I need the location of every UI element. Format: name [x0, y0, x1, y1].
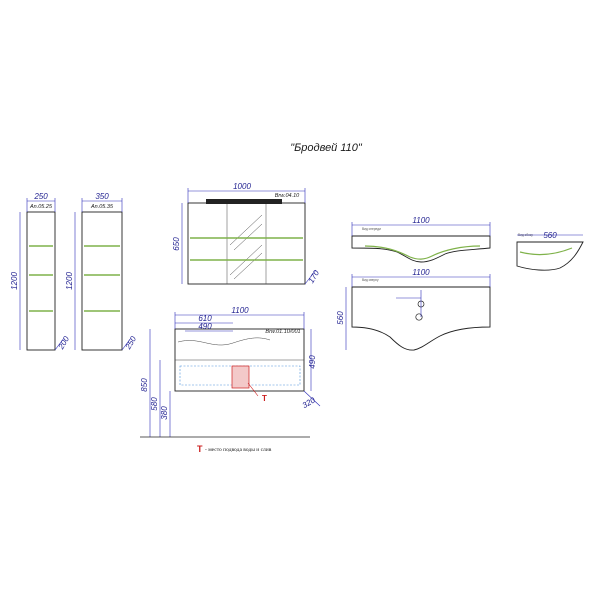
basin-side-section: Вид сбоку 560	[516, 231, 584, 271]
vanity-width: 1100	[231, 306, 249, 315]
vanity-marker: T	[262, 394, 267, 403]
vanity-height-850: 850	[140, 378, 149, 392]
pencil-wide-depth: 250	[123, 334, 138, 351]
vanity-depth: 320	[301, 395, 318, 410]
basin-top-depth: 560	[336, 311, 345, 325]
note-marker: T	[197, 444, 203, 454]
vanity-height-580: 580	[150, 397, 159, 411]
pencil-wide-height: 1200	[65, 272, 74, 290]
svg-text:Вид сверху: Вид сверху	[362, 278, 379, 282]
mirror-code: Brw.04.10	[275, 193, 300, 199]
vanity-code: Brw.01.10/001	[265, 329, 300, 335]
note-text: - место подвода воды и слив	[205, 447, 272, 453]
mirror-width: 1000	[233, 182, 251, 191]
drawing-title: "Бродвей 110"	[290, 142, 363, 154]
mirror-depth: 170	[307, 268, 322, 285]
vanity-height-380: 380	[160, 406, 169, 420]
mirror-height: 650	[172, 237, 181, 251]
water-supply-note: T - место подвода воды и слив	[197, 444, 272, 454]
pencil-case-narrow-view: 250 An.05.25 1200 200	[10, 192, 71, 352]
basin-side-depth: 560	[543, 231, 557, 240]
basin-front-section: Вид спереди 1100	[351, 216, 491, 263]
vanity-cabinet-view: T 1100 610 490 Brw.01.10/001 850 580 380…	[140, 306, 321, 438]
pencil-narrow-depth: 200	[56, 334, 71, 351]
vanity-drawer-width: 490	[198, 322, 212, 331]
basin-top-width: 1100	[412, 268, 430, 277]
pencil-narrow-width: 250	[33, 192, 48, 201]
pencil-wide-width: 350	[95, 192, 109, 201]
mirror-cabinet-view: 1000 Brw.04.10 650 170	[172, 182, 321, 285]
vanity-height-490: 490	[308, 355, 317, 369]
pencil-narrow-code: An.05.25	[29, 204, 53, 210]
pencil-case-wide-view: 350 An.05.35 1200 250	[65, 192, 138, 352]
pencil-narrow-height: 1200	[10, 272, 19, 290]
svg-text:Вид спереди: Вид спереди	[362, 227, 381, 231]
vanity-inner-width: 610	[198, 314, 212, 323]
pencil-wide-code: An.05.35	[90, 204, 114, 210]
basin-top-view: Вид сверху 1100 560	[336, 268, 491, 351]
basin-front-width: 1100	[412, 216, 430, 225]
